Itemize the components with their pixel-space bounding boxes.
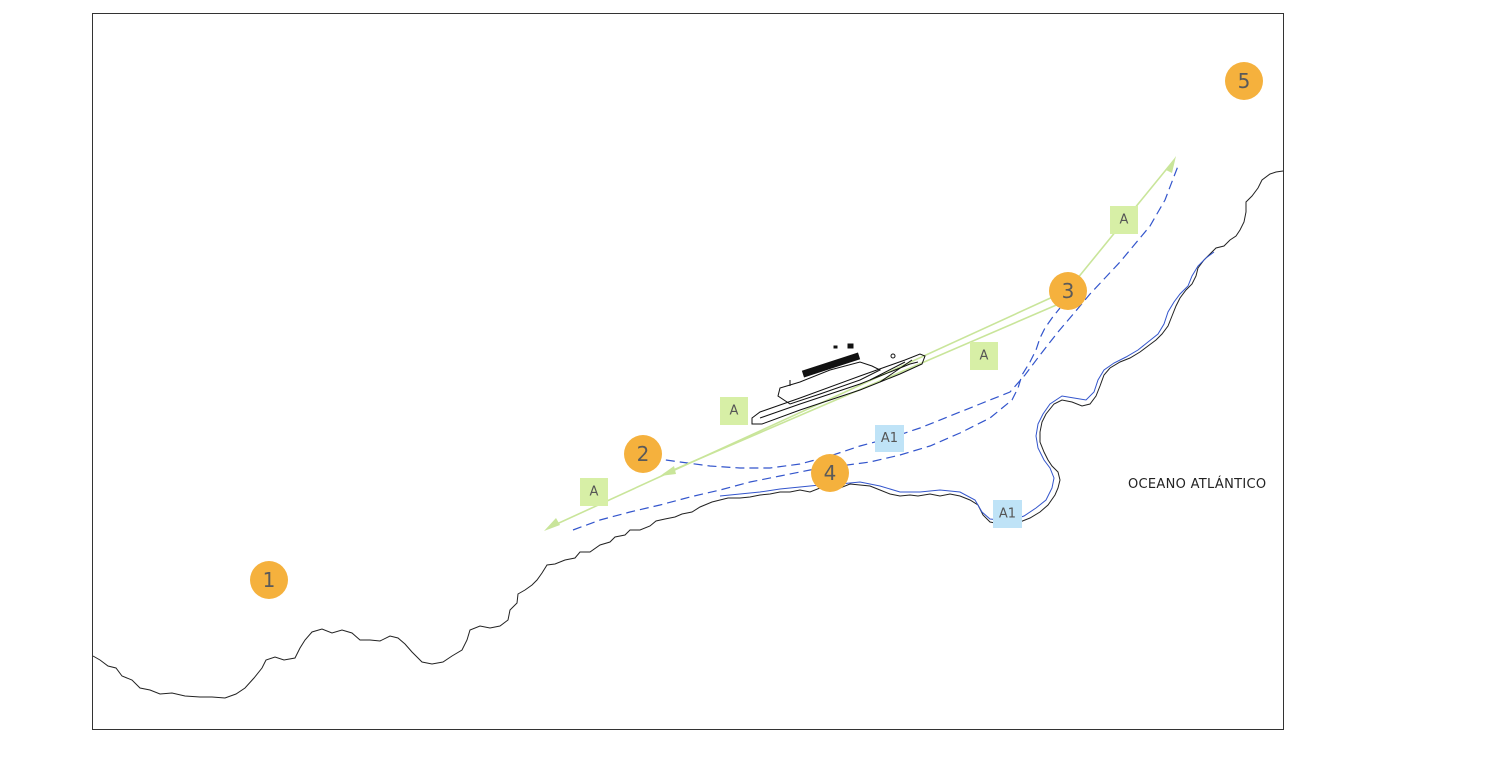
port-structure [751,343,926,425]
port-outer-quay [777,361,882,405]
route-a-arrowhead-ne [1166,156,1176,173]
port-breakwater [751,353,926,425]
marker-label: 4 [824,461,837,485]
marker-label: 2 [637,442,650,466]
marker-4: 4 [811,454,849,492]
route-a-line-main [547,289,1069,529]
route-a1-channel [651,165,1179,469]
route-a1-coast-follow [719,251,1215,521]
route-a-arrowhead-sw [544,518,560,531]
route-a-line-lower [663,299,1069,475]
route-a-label-3: A [720,397,748,425]
route-a-label-text: A [730,404,739,419]
port-inner-quay [759,361,919,419]
route-a-label-4: A [580,478,608,506]
map-frame [92,13,1284,730]
port-small-building-2 [833,345,838,349]
coastline [92,170,1284,699]
route-a-label-text: A [1120,213,1129,228]
ocean-label: OCEANO ATLÁNTICO [1128,476,1266,492]
route-a1-coastal [572,307,1061,531]
marker-5: 5 [1225,62,1263,100]
port-building [801,352,861,378]
marker-label: 5 [1238,69,1251,93]
route-a-label-text: A [980,349,989,364]
marker-2: 2 [624,435,662,473]
route-a-label-2: A [970,342,998,370]
marker-3: 3 [1049,272,1087,310]
marker-1: 1 [250,561,288,599]
route-a-label-1: A [1110,206,1138,234]
marker-label: 3 [1062,279,1075,303]
marker-label: 1 [263,568,276,592]
route-a1-label-text: A1 [999,507,1016,522]
route-a-arrowhead-w [660,466,676,476]
port-small-building-1 [847,343,854,349]
port-light [890,353,896,359]
port-diagonal [869,359,913,383]
route-a1-label-text: A1 [881,431,898,446]
route-a1-label-2: A1 [993,500,1022,528]
route-a1-label-1: A1 [875,425,904,452]
route-a-label-text: A [590,485,599,500]
